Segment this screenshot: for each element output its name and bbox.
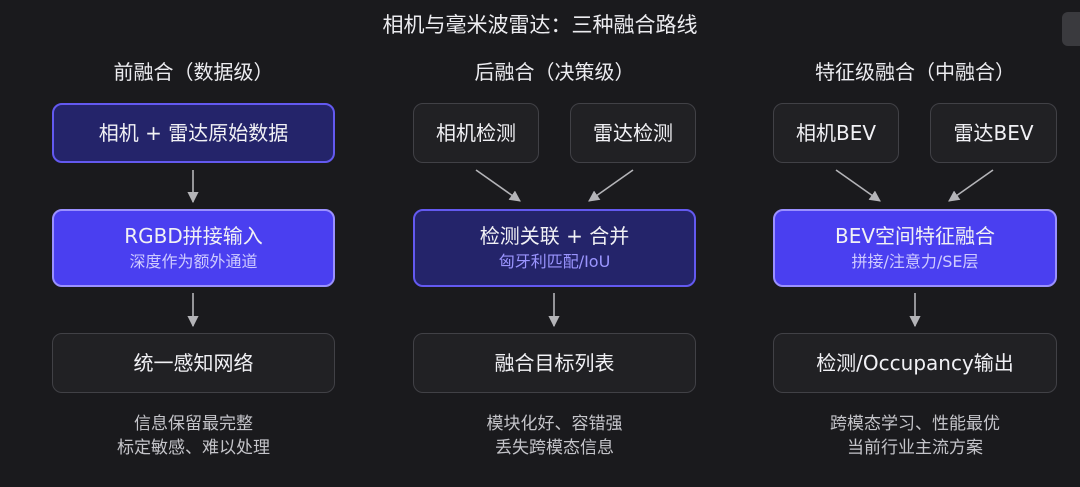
radar-detection-label: 雷达检测	[593, 121, 673, 145]
rgbd-concat-box: RGBD拼接输入 深度作为额外通道	[52, 209, 335, 287]
rgbd-concat-label: RGBD拼接输入	[124, 224, 263, 248]
note-line: 标定敏感、难以处理	[117, 438, 270, 458]
unified-network-box: 统一感知网络	[52, 333, 335, 393]
diagram-title: 相机与毫米波雷达：三种融合路线	[382, 13, 698, 37]
bev-feature-fusion-box: BEV空间特征融合 拼接/注意力/SE层	[773, 209, 1057, 287]
detection-occupancy-box: 检测/Occupancy输出	[773, 333, 1057, 393]
late-fusion-notes: 模块化好、容错强 丢失跨模态信息	[413, 412, 696, 460]
feature-fusion-notes: 跨模态学习、性能最优 当前行业主流方案	[773, 412, 1057, 460]
association-merge-sublabel: 匈牙利匹配/IoU	[498, 252, 611, 271]
column-heading-early-fusion: 前融合（数据级）	[113, 60, 274, 84]
raw-data-label: 相机 + 雷达原始数据	[98, 121, 289, 145]
detection-occupancy-label: 检测/Occupancy输出	[816, 351, 1014, 375]
fused-targets-label: 融合目标列表	[494, 351, 615, 375]
radar-bev-box: 雷达BEV	[930, 103, 1057, 163]
note-line: 丢失跨模态信息	[495, 438, 614, 458]
arrow	[475, 169, 521, 202]
column-heading-late-fusion: 后融合（决策级）	[474, 60, 635, 84]
column-heading-feature-fusion: 特征级融合（中融合）	[815, 60, 1015, 84]
radar-bev-label: 雷达BEV	[953, 121, 1034, 145]
camera-detection-label: 相机检测	[436, 121, 516, 145]
unified-network-label: 统一感知网络	[133, 351, 254, 375]
note-line: 信息保留最完整	[134, 414, 253, 434]
raw-data-box: 相机 + 雷达原始数据	[52, 103, 335, 163]
association-merge-box: 检测关联 + 合并 匈牙利匹配/IoU	[413, 209, 696, 287]
camera-bev-box: 相机BEV	[773, 103, 899, 163]
camera-detection-box: 相机检测	[413, 103, 539, 163]
arrow	[588, 169, 634, 202]
radar-detection-box: 雷达检测	[570, 103, 696, 163]
camera-bev-label: 相机BEV	[795, 121, 877, 145]
association-merge-label: 检测关联 + 合并	[479, 224, 630, 248]
early-fusion-notes: 信息保留最完整 标定敏感、难以处理	[52, 412, 335, 460]
note-line: 跨模态学习、性能最优	[830, 414, 1000, 434]
note-line: 当前行业主流方案	[847, 438, 983, 458]
note-line: 模块化好、容错强	[486, 414, 623, 434]
arrow	[835, 169, 881, 202]
rgbd-concat-sublabel: 深度作为额外通道	[129, 252, 258, 271]
bev-feature-fusion-sublabel: 拼接/注意力/SE层	[851, 252, 979, 271]
bev-feature-fusion-label: BEV空间特征融合	[834, 224, 996, 248]
corner-button[interactable]	[1062, 12, 1080, 46]
arrow	[948, 169, 994, 202]
fused-targets-box: 融合目标列表	[413, 333, 696, 393]
